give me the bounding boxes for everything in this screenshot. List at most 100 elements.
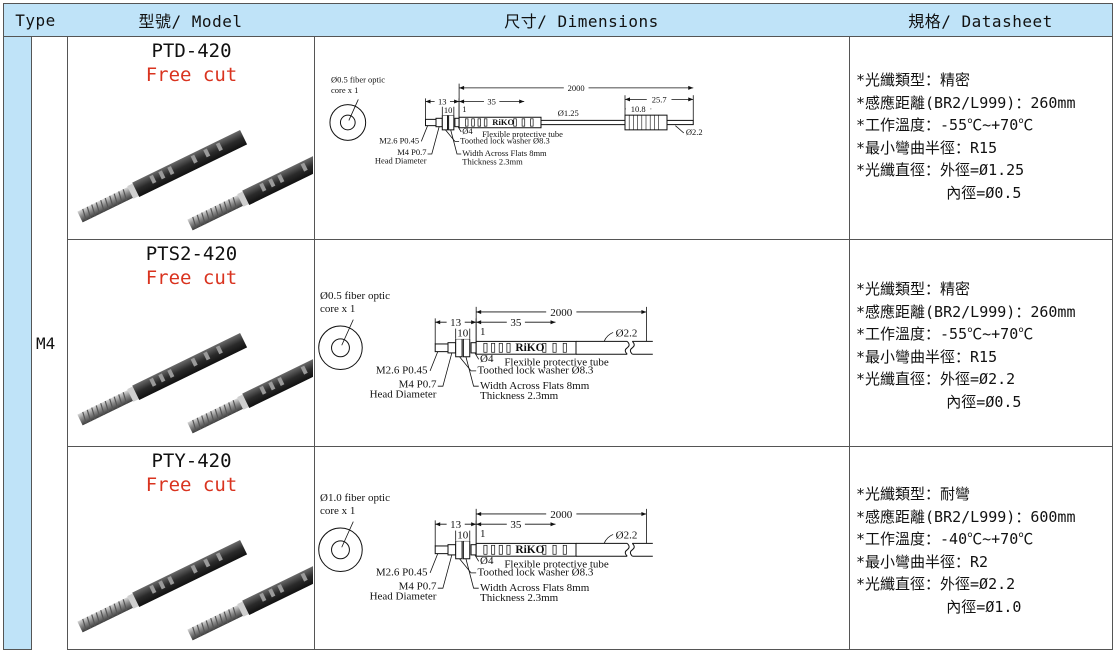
tube-slot xyxy=(498,544,503,555)
tube-slot xyxy=(483,342,488,353)
probe-collar xyxy=(470,342,477,354)
tube-slot xyxy=(552,544,557,555)
break-mark xyxy=(624,341,630,355)
spec-line: 內徑=Ø0.5 xyxy=(856,184,1022,202)
break-mark xyxy=(624,543,630,557)
tube-label: Flexible protective tube xyxy=(504,559,609,571)
dimension-value: 10 xyxy=(457,327,469,339)
arrow-head xyxy=(688,97,694,102)
product-table: Type 型號/ Model 尺寸/ Dimensions 規格/ Datash… xyxy=(3,3,1113,650)
fiber-core-circle xyxy=(339,114,356,131)
spec-line: *最小彎曲半徑：R15 xyxy=(856,348,998,366)
spec-line: *最小彎曲半徑：R2 xyxy=(856,553,989,571)
dimension-value: 35 xyxy=(510,317,521,329)
leader-line xyxy=(457,126,462,133)
arrow-head xyxy=(641,309,647,314)
spec-line: 內徑=Ø0.5 xyxy=(856,393,1022,411)
arrow-head xyxy=(459,85,465,90)
label-bg xyxy=(563,82,589,94)
spec-line: *感應距離(BR2/L999)：260mm xyxy=(856,303,1076,321)
probe-thread xyxy=(447,342,457,354)
leader-line xyxy=(420,125,428,142)
arrow-head xyxy=(435,320,441,325)
arrow-head xyxy=(641,511,647,516)
break-mark xyxy=(629,341,635,355)
product-photo xyxy=(70,507,313,647)
type-column-band xyxy=(3,37,32,650)
dimension-value: 10 xyxy=(457,529,469,541)
label-bg xyxy=(646,94,672,105)
arrow-head xyxy=(625,97,630,102)
tube-slot xyxy=(562,342,567,353)
arrow-head xyxy=(425,99,431,104)
label-bg xyxy=(440,104,456,116)
leader-line xyxy=(341,319,354,346)
arrow-head xyxy=(476,522,482,527)
end-diameter-label: Ø2.2 xyxy=(616,327,638,339)
leader-line xyxy=(675,125,685,134)
flats-label: Thickness 2.3mm xyxy=(462,157,523,167)
label-bg xyxy=(446,315,465,329)
end-diameter-label: Ø2.2 xyxy=(686,127,703,137)
tube-slot xyxy=(471,118,475,127)
dimension-value: 2000 xyxy=(568,83,585,93)
probe-thread xyxy=(435,117,443,128)
flats-label: Width Across Flats 8mm xyxy=(480,380,590,392)
dimension-value: 2000 xyxy=(550,307,573,319)
head-label: Head Diameter xyxy=(370,389,437,401)
washer-label: Toothed lock washer Ø8.3 xyxy=(477,566,593,578)
free-cut-label: Free cut xyxy=(145,474,238,496)
fiber-diameter-label: Ø1.25 xyxy=(558,108,579,118)
head-label: Head Diameter xyxy=(370,591,437,603)
dimension-value: 10 xyxy=(444,105,453,115)
arrow-head xyxy=(435,522,441,527)
spec-line: *工作溫度：-40℃~+70℃ xyxy=(856,530,1034,548)
model-name: PTD-420 xyxy=(151,40,232,62)
spec-line: *感應距離(BR2/L999)：260mm xyxy=(856,94,1076,112)
fiber-core-label: core x 1 xyxy=(331,85,358,95)
arrow-head xyxy=(454,99,460,104)
fiber-core-label: core x 1 xyxy=(320,505,355,517)
leader-line xyxy=(459,558,477,574)
model-name: PTY-420 xyxy=(151,450,232,472)
thread-diameter-label: Ø4 xyxy=(480,353,494,365)
leader-line xyxy=(427,126,440,155)
brand-logo: RiKO xyxy=(515,342,544,354)
model-cell: PTY-420 Free cut xyxy=(68,447,315,650)
probe-collar xyxy=(454,117,460,128)
fiber-core-label: Ø0.5 fiber optic xyxy=(331,75,385,85)
dimension-value: 1 xyxy=(462,104,466,114)
dimension-value: 2000 xyxy=(550,509,573,521)
label-bg xyxy=(546,305,577,319)
dimension-value: 10.8 xyxy=(631,104,646,114)
datasheet-cell: *光纖類型：耐彎 *感應距離(BR2/L999)：600mm *工作溫度：-40… xyxy=(850,447,1113,650)
leader-line xyxy=(465,356,479,387)
break-mark xyxy=(629,543,635,557)
washer-label: Toothed lock washer Ø8.3 xyxy=(477,364,593,376)
spec-line: 內徑=Ø1.0 xyxy=(856,598,1022,616)
tube-slot xyxy=(562,544,567,555)
arrow-head xyxy=(459,99,465,104)
label-bg xyxy=(446,517,465,531)
thread-diameter-label: Ø4 xyxy=(480,555,494,567)
label-bg xyxy=(625,103,651,115)
product-photo xyxy=(70,97,313,237)
thread-group-cell: M4 xyxy=(32,37,68,650)
hex-nut xyxy=(462,338,471,358)
tube-label: Flexible protective tube xyxy=(482,129,563,139)
leader-line xyxy=(450,129,462,155)
dimension-value: 1 xyxy=(480,326,486,338)
arrow-head xyxy=(519,99,525,104)
label-bg xyxy=(506,517,525,531)
fiber-core-label: core x 1 xyxy=(320,303,355,315)
free-cut-label: Free cut xyxy=(145,267,238,289)
head-label: M4 P0.7 xyxy=(399,580,437,592)
spec-line: *感應距離(BR2/L999)：600mm xyxy=(856,508,1076,526)
leader-line xyxy=(437,554,453,589)
probe-tip xyxy=(425,118,437,127)
tube-slot xyxy=(513,118,517,127)
